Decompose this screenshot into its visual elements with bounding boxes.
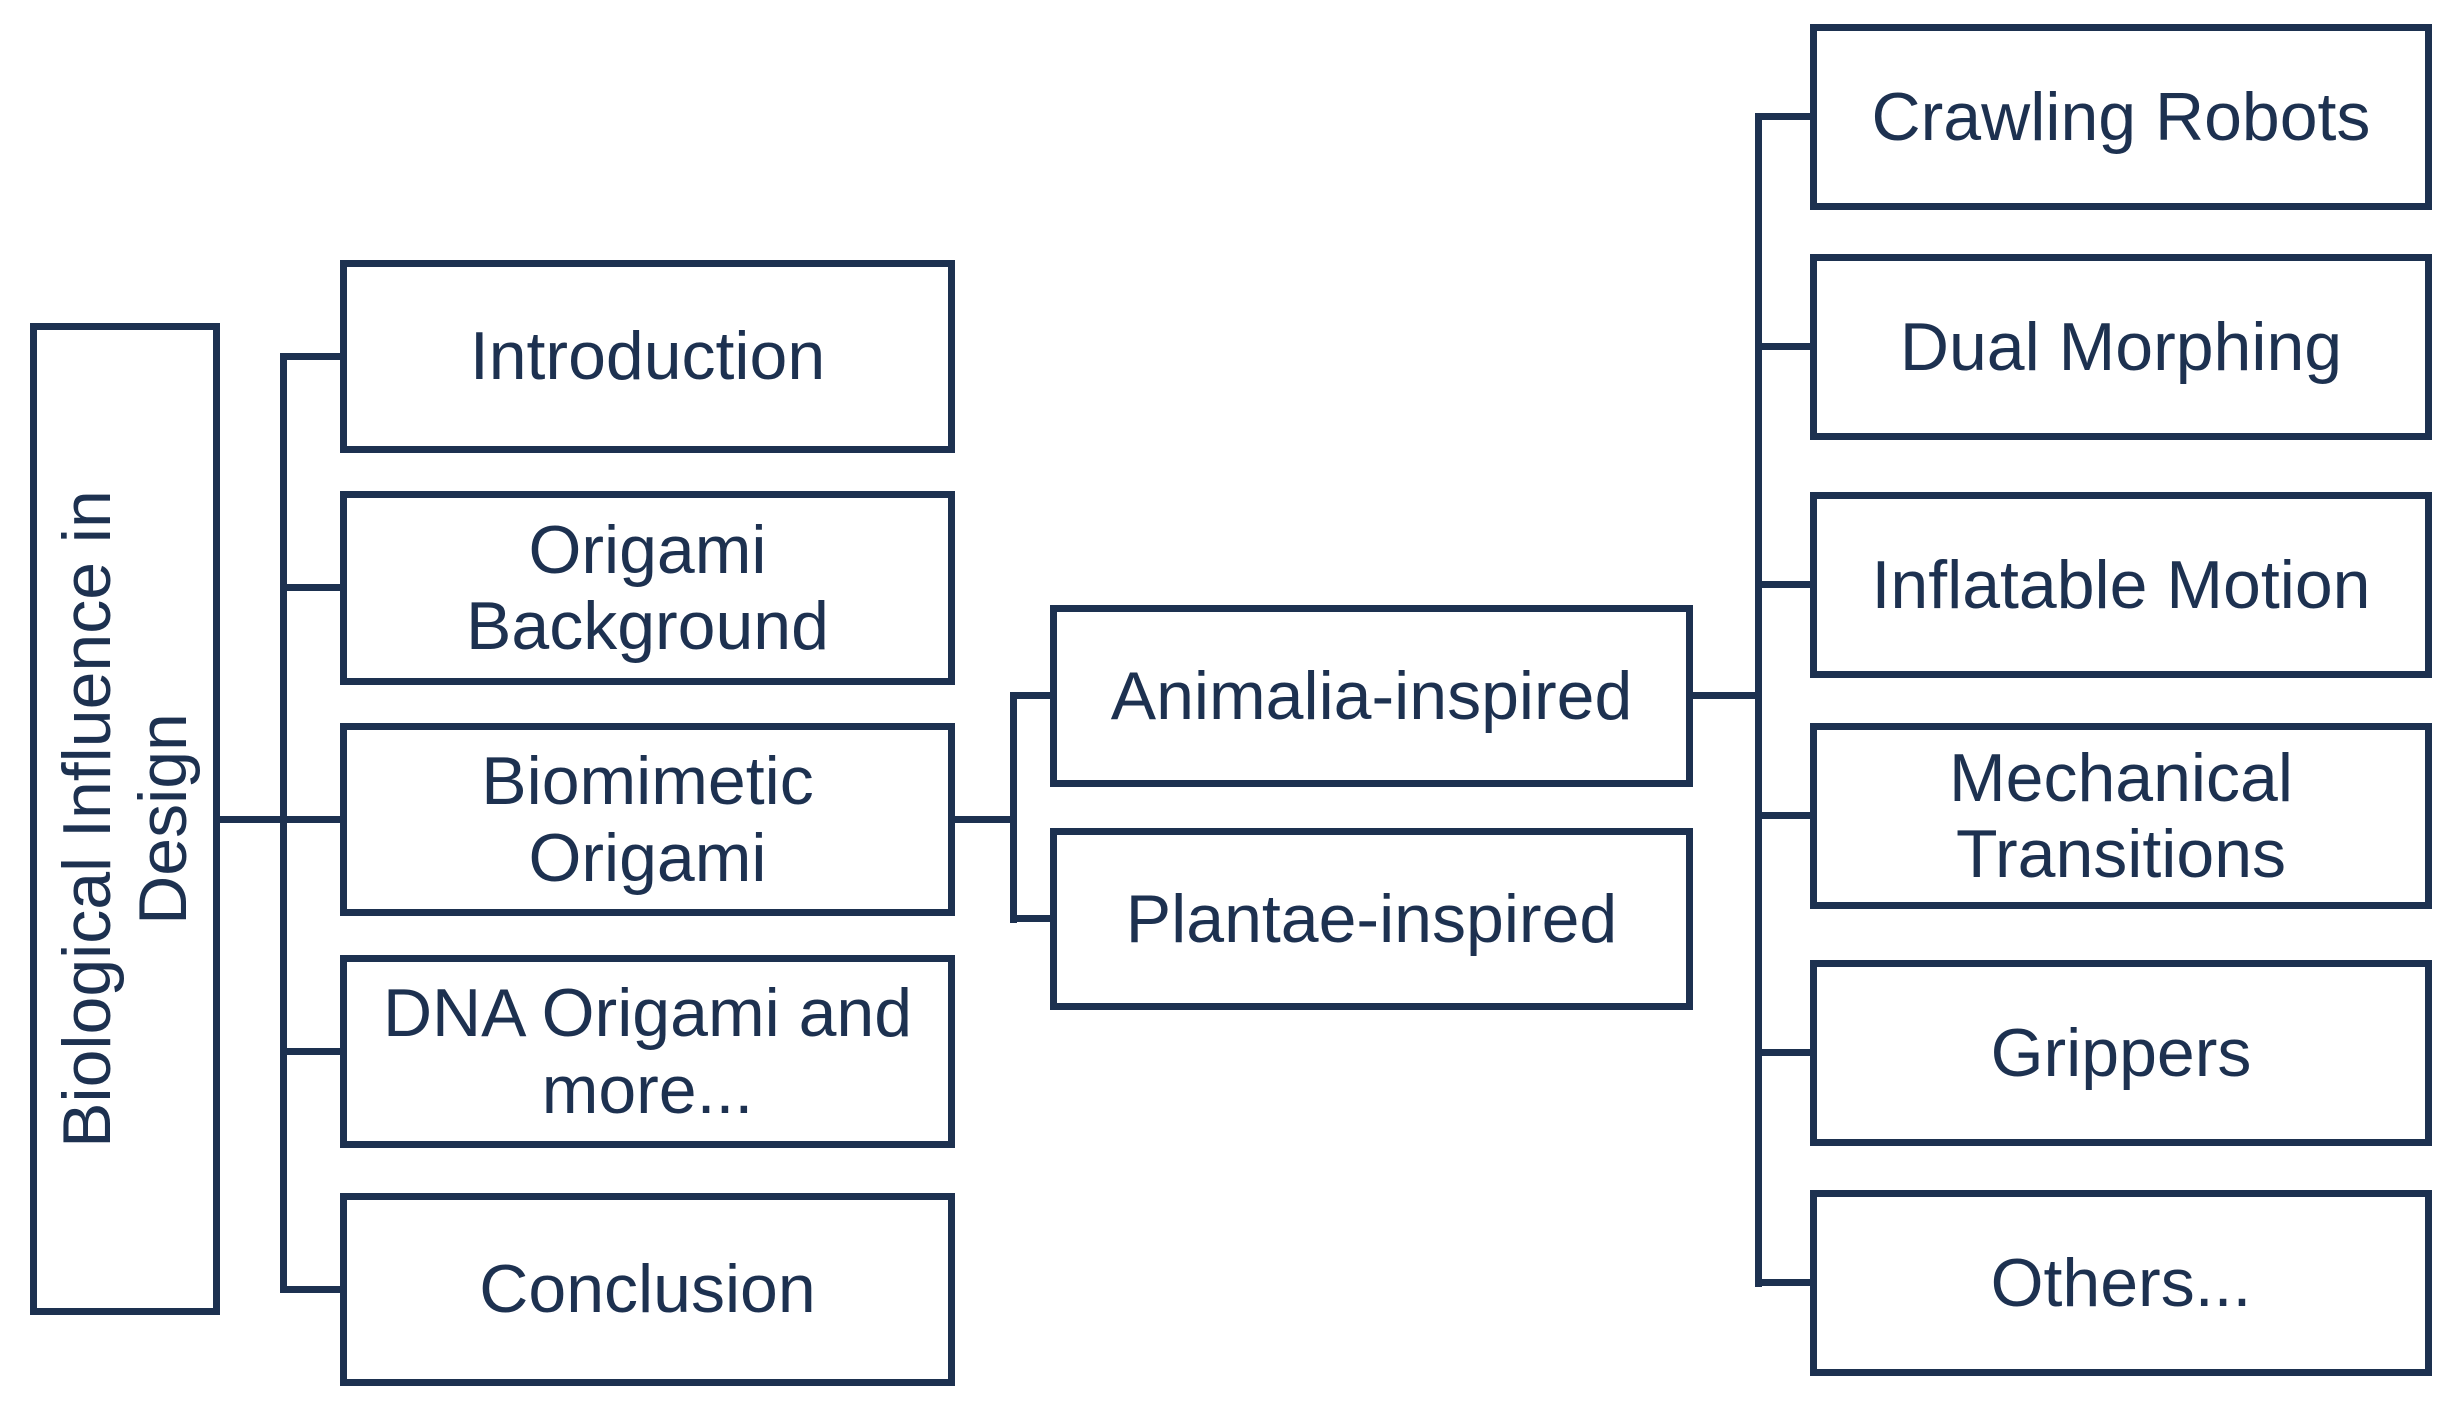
connector-stub-crawling-robots [1755, 113, 1816, 120]
node-dna-origami-label: DNA Origami and more... [382, 975, 913, 1128]
connector-trunk-level3 [1755, 113, 1762, 1287]
node-dual-morphing-label: Dual Morphing [1899, 308, 2343, 385]
connector-stub-mechanical-transitions [1755, 812, 1816, 819]
node-dna-origami: DNA Origami and more... [340, 955, 955, 1148]
node-crawling-robots: Crawling Robots [1810, 24, 2432, 210]
node-biological-influence-in-design: Biological Influence in Design [30, 323, 220, 1315]
connector-stub-plantae-inspired [1010, 915, 1056, 922]
connector-stub-animalia-inspired [1010, 692, 1056, 699]
connector-stub-introduction [280, 353, 346, 360]
node-biomimetic-origami-label: Biomimetic Origami [481, 743, 814, 896]
connector-stub-conclusion [280, 1286, 346, 1293]
connector-stub-origami-background [280, 584, 346, 591]
node-inflatable-motion: Inflatable Motion [1810, 492, 2432, 678]
node-others-label: Others... [1990, 1244, 2252, 1321]
connector-stub-others [1755, 1279, 1816, 1286]
connector-stub-grippers [1755, 1049, 1816, 1056]
node-dual-morphing: Dual Morphing [1810, 254, 2432, 440]
connector-stub-dual-morphing [1755, 343, 1816, 350]
node-origami-background-label: Origami Background [466, 511, 829, 664]
node-inflatable-motion-label: Inflatable Motion [1871, 546, 2371, 623]
node-mechanical-transitions: Mechanical Transitions [1810, 723, 2432, 909]
connector-stub-dna-origami [280, 1048, 346, 1055]
connector-stub-inflatable-motion [1755, 581, 1816, 588]
node-conclusion-label: Conclusion [479, 1251, 816, 1328]
node-grippers-label: Grippers [1990, 1014, 2252, 1091]
node-crawling-robots-label: Crawling Robots [1871, 78, 2371, 155]
node-animalia-inspired-label: Animalia-inspired [1110, 657, 1633, 734]
connector-animalia-to-trunk [1688, 692, 1762, 699]
node-plantae-inspired-label: Plantae-inspired [1125, 880, 1618, 957]
node-introduction-label: Introduction [469, 318, 826, 395]
connector-biomimetic-to-trunk [950, 816, 1017, 823]
node-plantae-inspired: Plantae-inspired [1050, 828, 1693, 1010]
node-introduction: Introduction [340, 260, 955, 453]
node-grippers: Grippers [1810, 960, 2432, 1146]
node-biomimetic-origami: Biomimetic Origami [340, 723, 955, 916]
connector-trunk-level1 [280, 353, 287, 1293]
node-conclusion: Conclusion [340, 1193, 955, 1386]
node-origami-background: Origami Background [340, 491, 955, 685]
node-biological-influence-in-design-label: Biological Influence in Design [48, 490, 201, 1148]
node-animalia-inspired: Animalia-inspired [1050, 605, 1693, 787]
connector-trunk-level2 [1010, 692, 1017, 923]
node-others: Others... [1810, 1190, 2432, 1376]
node-mechanical-transitions-label: Mechanical Transitions [1949, 739, 2293, 892]
